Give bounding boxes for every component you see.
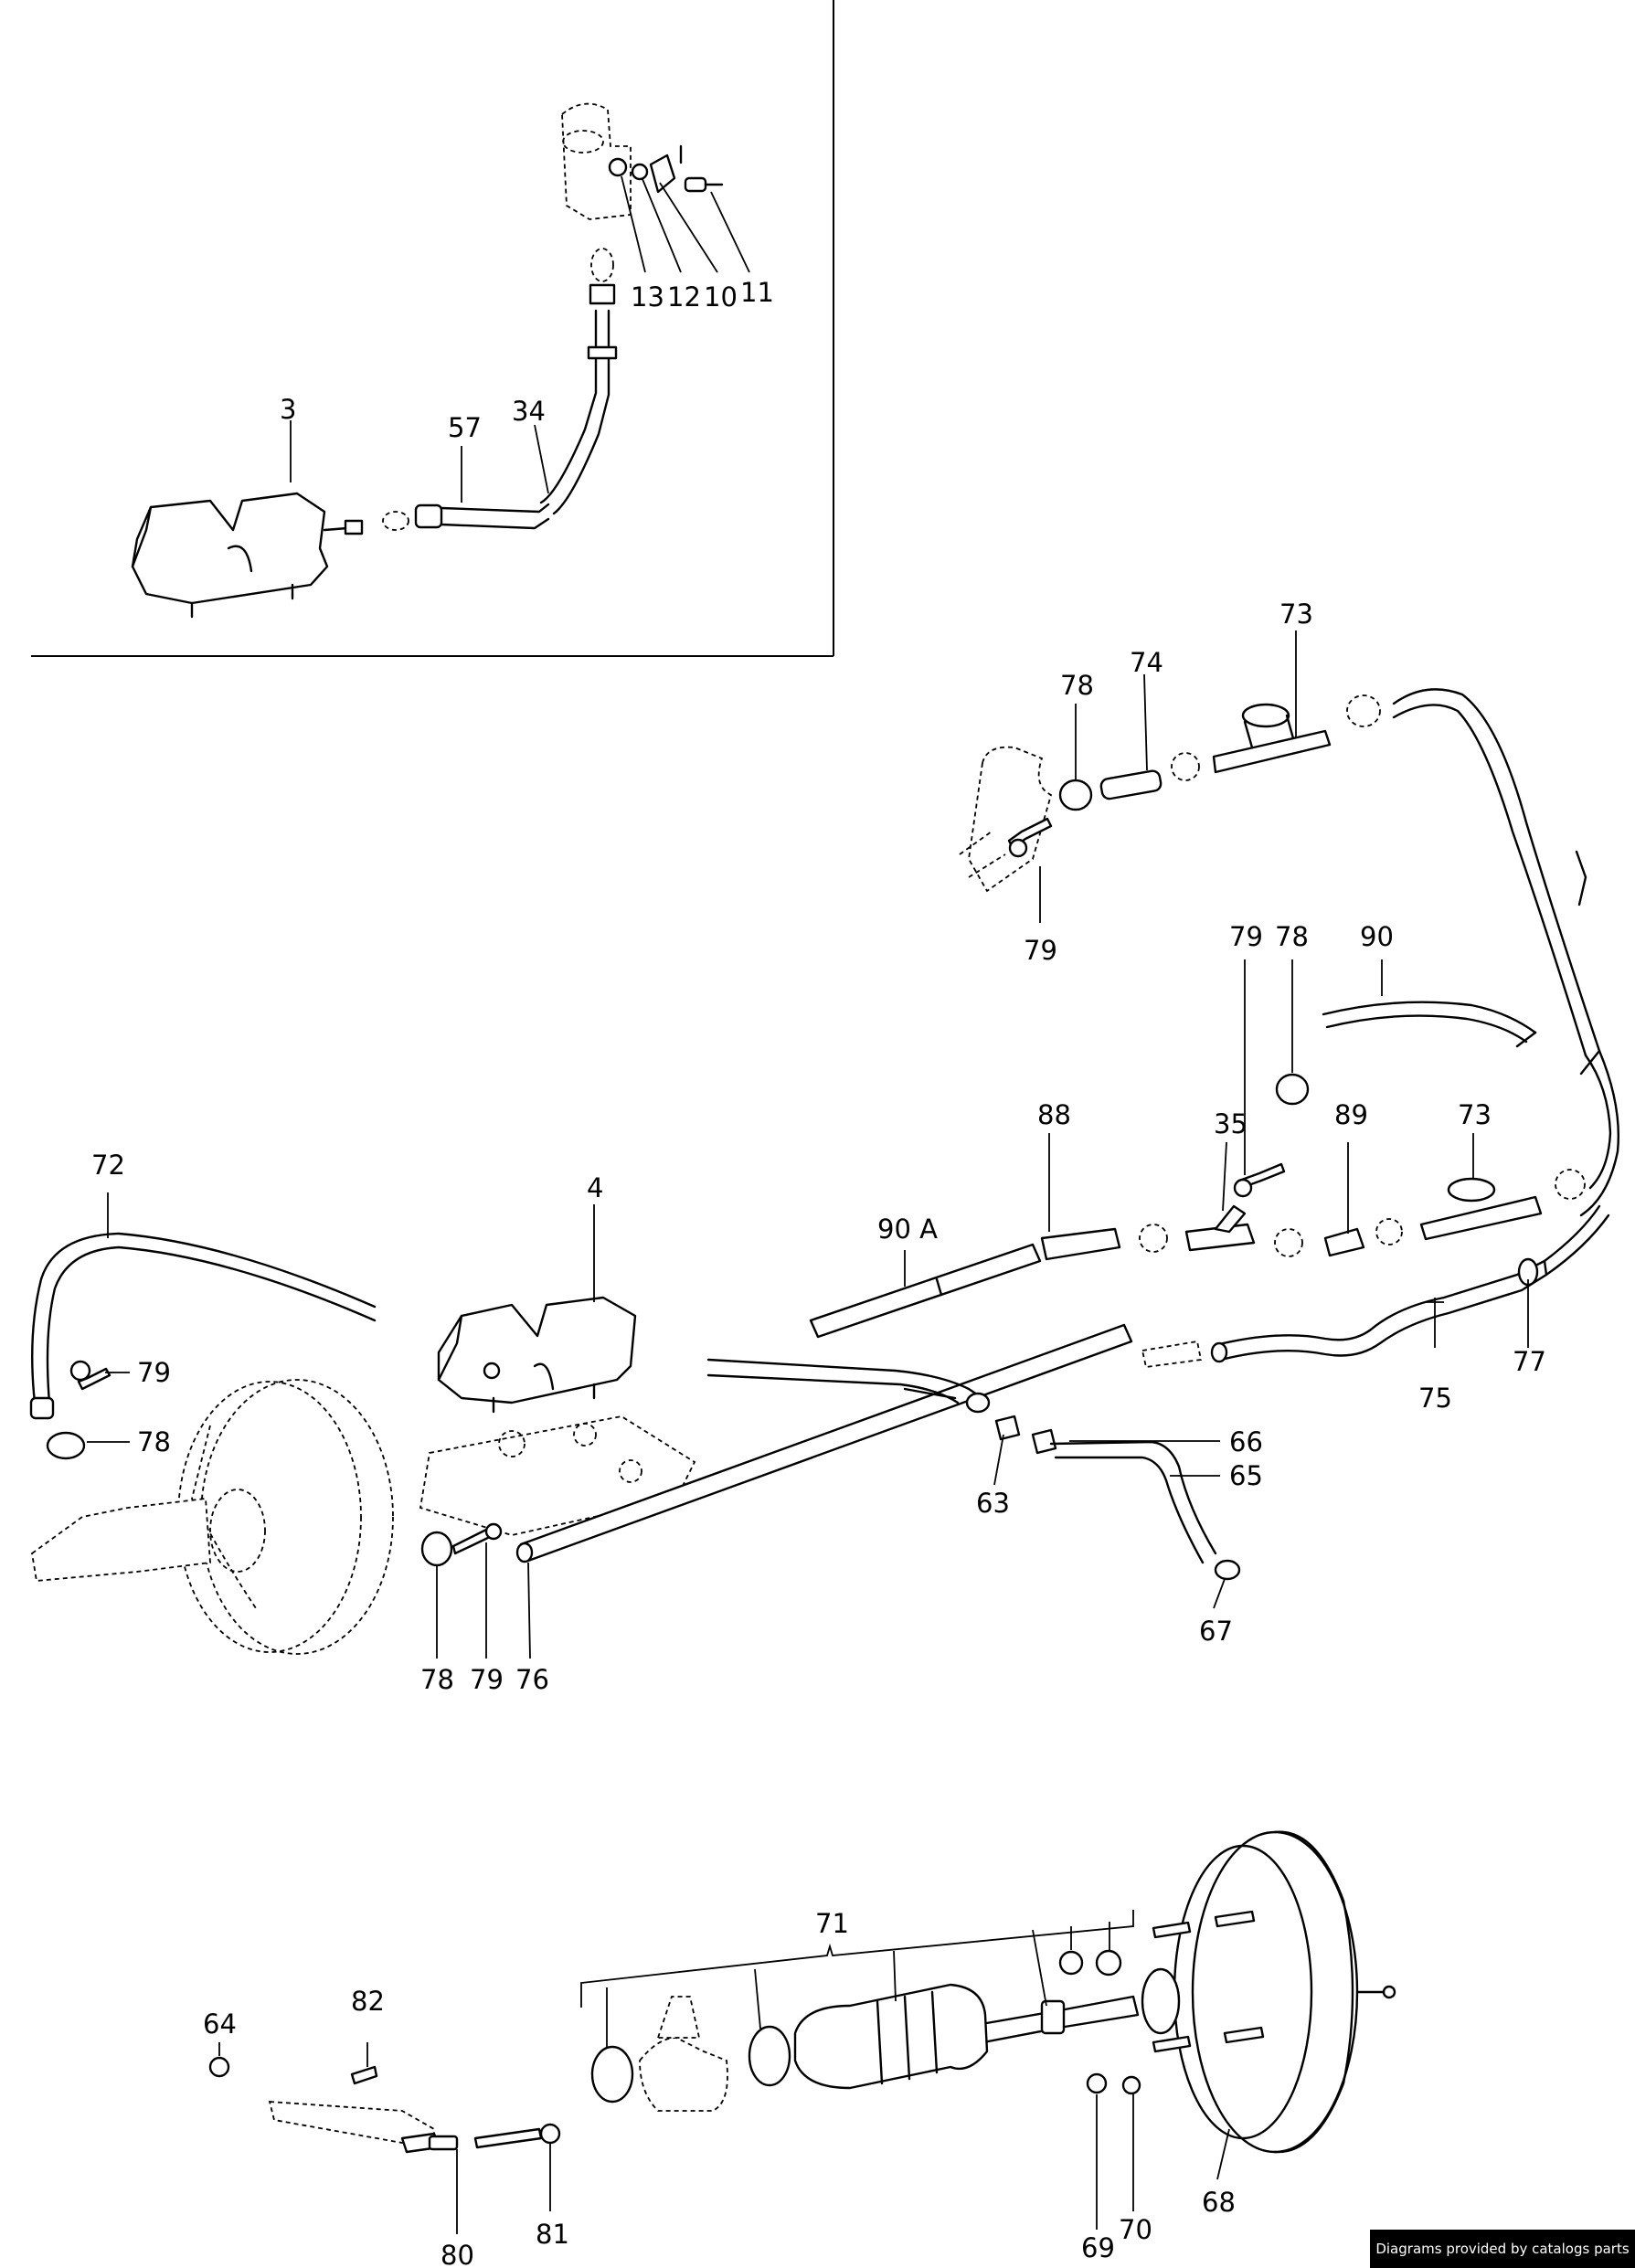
- inset-frame: [31, 0, 834, 657]
- callout-81: 81: [536, 2219, 569, 2250]
- callout-88: 88: [1037, 1099, 1071, 1130]
- hose-assembly-lower: [809, 1169, 1610, 1369]
- callout-72: 72: [91, 1150, 125, 1181]
- hose-72: [29, 1232, 377, 1460]
- callout-89: 89: [1334, 1099, 1368, 1130]
- callout-66: 66: [1229, 1426, 1263, 1457]
- booster-assembly: [208, 1830, 1396, 2154]
- callout-3: 3: [280, 394, 296, 425]
- callout-71: 71: [815, 1908, 849, 1939]
- callout-70: 70: [1119, 2214, 1152, 2245]
- callout-57: 57: [448, 412, 482, 443]
- reservoir-inset: [131, 102, 724, 619]
- callout-80: 80: [441, 2240, 474, 2268]
- callout-78-middle: 78: [1275, 921, 1309, 952]
- callout-4: 4: [587, 1172, 603, 1203]
- callout-76: 76: [515, 1664, 549, 1695]
- callout-79-middle: 79: [1229, 921, 1263, 952]
- callout-67: 67: [1199, 1616, 1233, 1647]
- callout-73-lower: 73: [1458, 1099, 1492, 1130]
- reservoir-4: [437, 1296, 637, 1414]
- callout-79-upper: 79: [1024, 935, 1057, 966]
- credit-banner: Diagrams provided by catalogs parts: [1370, 2230, 1635, 2268]
- callout-labels: 3 57 34 13 12 10 11 73 74 78 79 79 78 90…: [87, 277, 1546, 2268]
- pipe-76: [515, 1323, 1241, 1581]
- callout-68: 68: [1202, 2187, 1236, 2218]
- callout-78-left: 78: [137, 1426, 171, 1457]
- callout-77: 77: [1513, 1346, 1546, 1377]
- callout-74: 74: [1130, 647, 1163, 678]
- callout-82: 82: [351, 1986, 385, 2017]
- callout-79-lower: 79: [470, 1664, 504, 1695]
- callout-11: 11: [740, 277, 774, 308]
- callout-78-upper: 78: [1060, 670, 1094, 701]
- callout-34: 34: [512, 396, 546, 427]
- callout-64: 64: [203, 2008, 237, 2040]
- callout-65: 65: [1229, 1460, 1263, 1491]
- callout-69: 69: [1081, 2232, 1115, 2263]
- callout-90a: 90 A: [877, 1213, 938, 1245]
- callout-90: 90: [1360, 921, 1394, 952]
- callout-75: 75: [1418, 1383, 1452, 1414]
- callout-12: 12: [667, 281, 701, 313]
- callout-78-lower: 78: [420, 1664, 454, 1695]
- hose-assembly-middle: [1233, 1001, 1612, 1198]
- hose-assembly-upper: [959, 688, 1620, 1217]
- callout-63: 63: [976, 1488, 1010, 1519]
- callout-35: 35: [1214, 1108, 1247, 1139]
- callout-73-upper: 73: [1279, 599, 1313, 630]
- callout-10: 10: [704, 281, 738, 313]
- callout-13: 13: [631, 281, 664, 313]
- callout-79-left: 79: [137, 1357, 171, 1388]
- leader-lines: [107, 175, 1529, 2234]
